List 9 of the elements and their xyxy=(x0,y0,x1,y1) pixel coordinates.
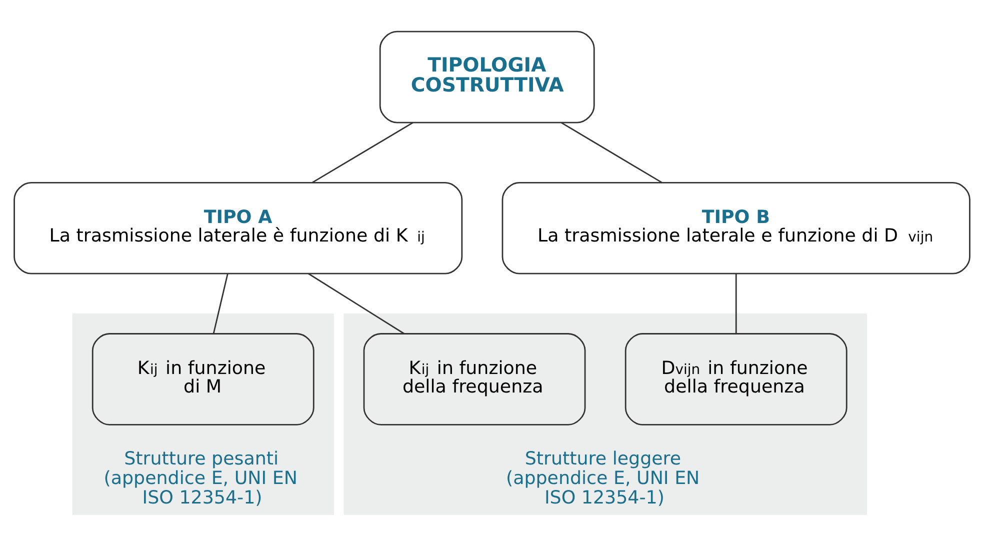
connector xyxy=(212,273,228,334)
node-box: Dvijn in funzione della frequenza xyxy=(624,333,848,426)
connector xyxy=(312,122,414,184)
node-box: Kij in funzione della frequenza xyxy=(363,333,586,426)
connector xyxy=(308,273,404,334)
node-box: Kij in funzione di M xyxy=(92,333,314,426)
node-box: TIPOLOGIA COSTRUTTIVA xyxy=(379,30,595,124)
connector xyxy=(735,274,737,334)
connector xyxy=(560,122,662,184)
